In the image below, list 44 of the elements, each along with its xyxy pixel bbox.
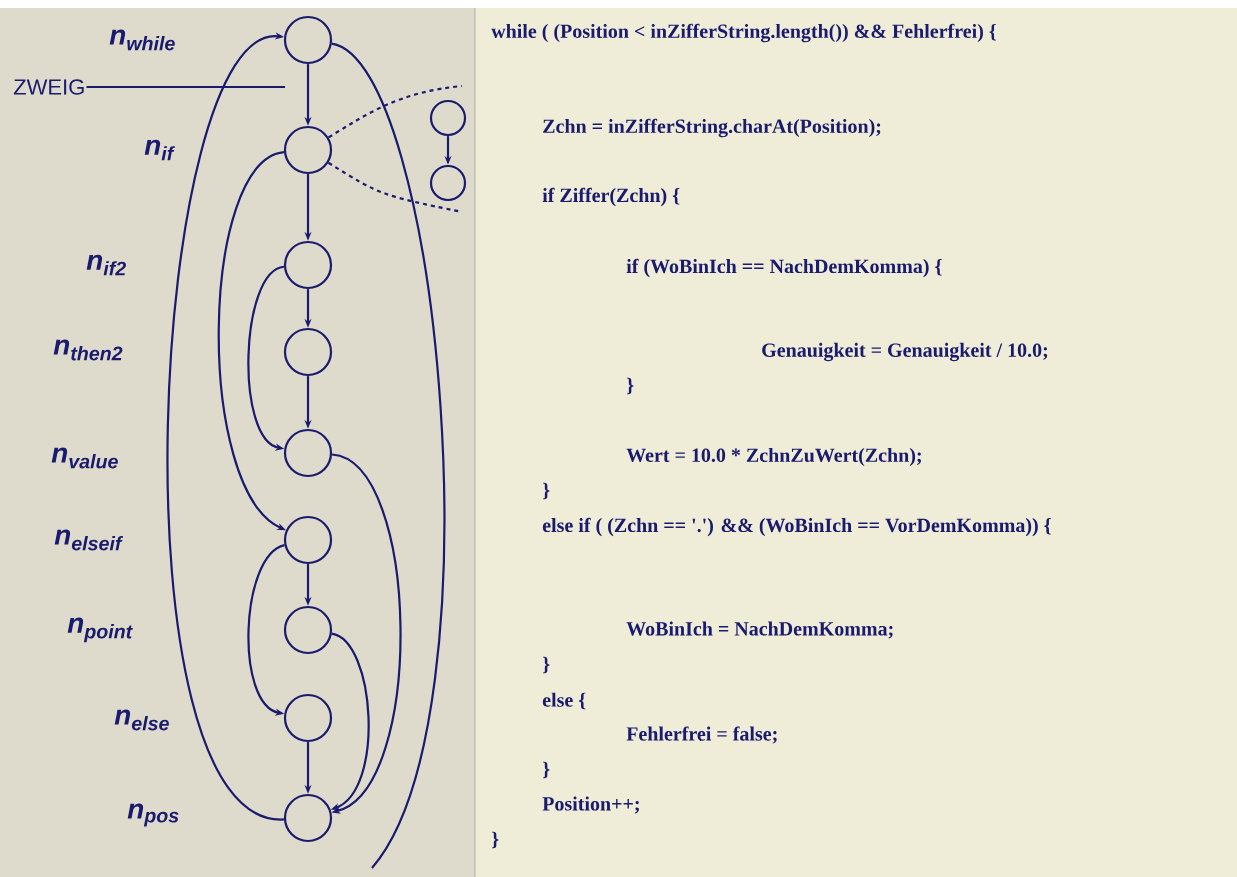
flow-circle (429, 164, 467, 202)
leader-line (86, 85, 285, 89)
arrow (331, 453, 402, 814)
flow-circle (429, 99, 467, 137)
code-line: } (543, 656, 550, 674)
flow-circle (283, 605, 333, 655)
node-name: n$_{value}$ (51, 447, 118, 469)
code-line: WoBinIch = NachDemKomma; (626, 621, 893, 639)
code-line: } (543, 761, 550, 779)
node-name: n$_{pos}$ (127, 803, 179, 827)
flow-circle (283, 240, 333, 290)
flow-circle (283, 515, 333, 565)
code-line: Genauigkeit = Genauigkeit / 10.0; (762, 342, 1048, 362)
code-line: Fehlerfrei = false; (626, 726, 777, 744)
node-name: n$_{point}$ (67, 617, 133, 643)
flow-circle (283, 327, 333, 377)
node-name: n$_{if2}$ (86, 254, 126, 276)
code-line: } (492, 831, 499, 849)
code-line: if Ziffer(Zchn) { (542, 187, 680, 207)
branch-label: ZWEIG (13, 79, 84, 95)
node-name: n$_{then2}$ (53, 339, 123, 361)
code-line: else { (542, 692, 586, 710)
node-name: n$_{while}$ (109, 29, 175, 51)
arrow (166, 32, 285, 821)
flow-circle (283, 693, 333, 743)
code-line: Position++; (542, 796, 639, 814)
code-line: if (WoBinIch == NachDemKomma) { (626, 258, 942, 278)
arrow (247, 544, 285, 716)
code-line: while ( (Position < inZifferString.length()) && Fehlerfrei) { (491, 23, 996, 43)
flow-line (327, 84, 463, 139)
code-line: Wert = 10.0 * ZchnZuWert(Zchn); (626, 447, 921, 467)
code-line: else if ( (Zchn == '.') && (WoBinIch == VorDemKomma)) { (542, 517, 1051, 537)
node-name: n$_{elseif}$ (54, 529, 124, 551)
node-name: n$_{if}$ (144, 139, 175, 161)
flow-circle (283, 428, 333, 478)
flow-circle (283, 793, 333, 843)
flow-circle (283, 125, 333, 175)
flow-circle (283, 15, 333, 65)
code-line: Zchn = inZifferString.charAt(Position); (543, 118, 881, 138)
code-line: } (543, 482, 550, 500)
node-name: n$_{else}$ (114, 709, 169, 731)
flow-line (331, 42, 446, 869)
code-line: } (627, 377, 634, 395)
arrow (247, 265, 285, 451)
